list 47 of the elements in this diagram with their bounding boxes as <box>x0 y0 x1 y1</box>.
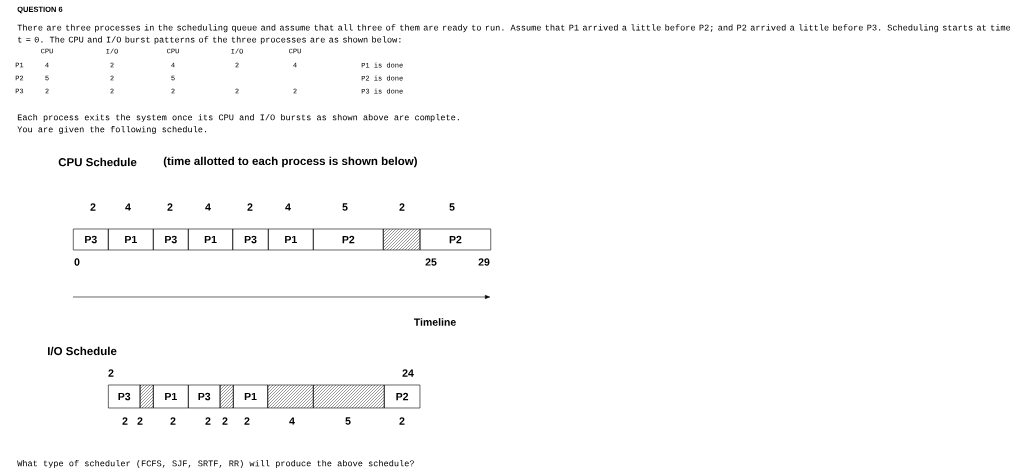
time-label: 2 <box>108 369 114 377</box>
process-cell: P1 <box>268 228 314 251</box>
chart-heading: I/O Schedule <box>47 346 117 356</box>
idle-cell <box>219 384 234 409</box>
time-label: 25 <box>425 258 437 266</box>
time-label: 0 <box>74 258 80 266</box>
idle-cell <box>139 384 154 409</box>
duration-label: 5 <box>342 203 348 211</box>
process-cell: P2 <box>419 228 492 251</box>
idle-cell <box>382 228 421 251</box>
process-cell: P1 <box>108 228 154 251</box>
duration-label: 4 <box>125 203 131 211</box>
question-text: What type of scheduler (FCFS, SJF, SRTF, RR) will produce the above schedule? <box>17 460 414 468</box>
problem-text: There are three processes in the scheduling queue and assume that all three of them are ready to run. Assume that P1 arrived a little before P2; and P2 arrived a little before P3. Scheduling starts at time t = 0. The CPU and I/O burst patterns of the three processes are as shown below: <box>17 24 1011 45</box>
chart-heading: CPU Schedule <box>58 157 137 167</box>
duration-label: 2 <box>122 417 128 425</box>
axis-label: Timeline <box>413 318 456 326</box>
idle-cell <box>313 384 385 409</box>
time-label: 24 <box>402 369 414 377</box>
process-cell: P2 <box>383 384 421 409</box>
process-cell: P3 <box>232 228 269 251</box>
process-cell: P3 <box>108 384 141 409</box>
note-text: Each process exits the system once its CPU and I/O bursts as shown above are complete. <box>17 114 459 122</box>
process-cell: P3 <box>188 384 221 409</box>
duration-label: 2 <box>205 417 211 425</box>
duration-label: 2 <box>399 203 405 211</box>
duration-label: 2 <box>167 203 173 211</box>
chart-heading: (time allotted to each process is shown below) <box>163 156 417 168</box>
duration-label: 2 <box>170 417 176 425</box>
duration-label: 2 <box>90 203 96 211</box>
note-text: You are given the following schedule. <box>17 126 207 134</box>
duration-label: 2 <box>399 417 405 425</box>
process-cell: P2 <box>313 228 384 251</box>
process-cell: P1 <box>153 384 189 409</box>
process-cell: P3 <box>153 228 189 251</box>
idle-cell <box>267 384 314 409</box>
process-cell: P3 <box>73 228 109 251</box>
process-cell: P1 <box>233 384 268 409</box>
duration-label: 4 <box>285 203 291 211</box>
duration-label: 4 <box>289 417 295 425</box>
duration-label: 2 <box>247 203 253 211</box>
duration-label: 4 <box>205 203 211 211</box>
process-cell: P1 <box>188 228 233 251</box>
duration-label: 2 <box>222 417 228 425</box>
duration-label: 5 <box>449 203 455 211</box>
duration-label: 2 <box>244 417 250 425</box>
duration-label: 2 <box>137 417 143 425</box>
